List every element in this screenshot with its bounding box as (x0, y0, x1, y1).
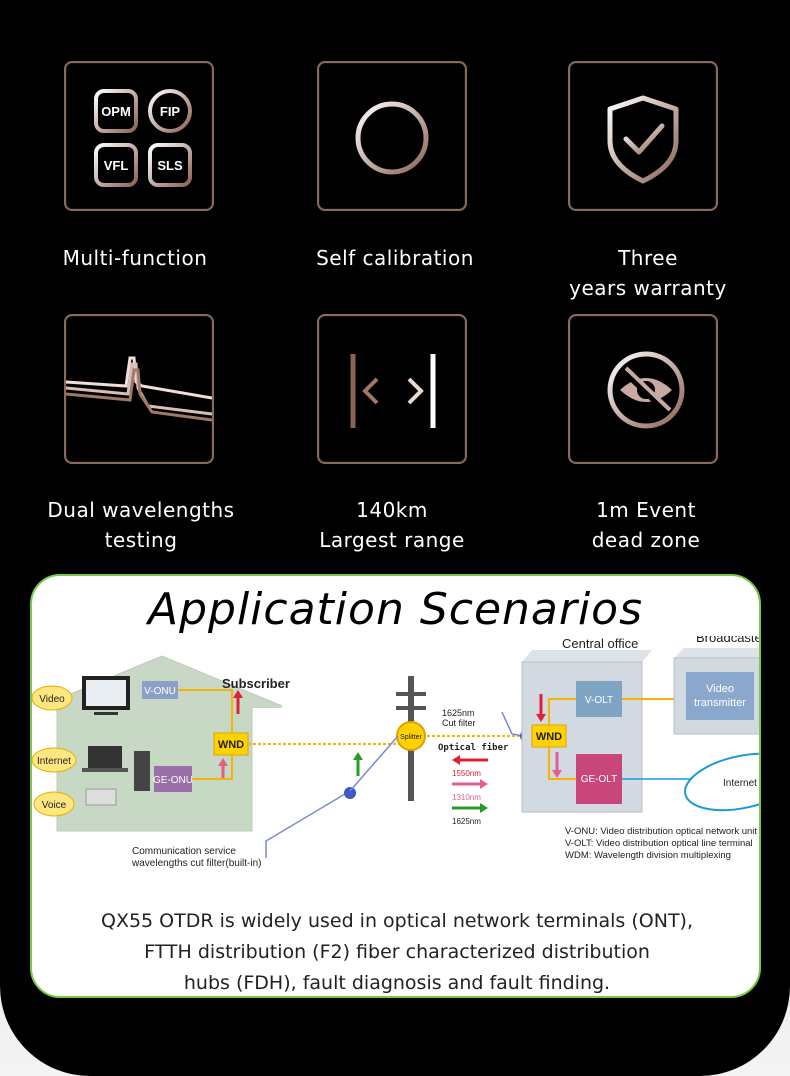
crosshair-icon (317, 61, 467, 211)
function-badges-icon: OPM FIP VFL SLS (64, 61, 214, 211)
svg-text:GE-OLT: GE-OLT (581, 774, 617, 785)
svg-text:1625nm: 1625nm (452, 817, 481, 826)
v-onu-box: V-ONU (144, 686, 176, 697)
trace-waveform-icon (64, 314, 214, 464)
application-description: QX55 OTDR is widely used in optical netw… (100, 910, 694, 994)
svg-text:WND: WND (536, 731, 562, 743)
svg-text:Voice: Voice (42, 800, 67, 811)
feature-label-dead-zone: 1m Event dead zone (591, 498, 701, 552)
internet-bubble (32, 747, 77, 773)
subscriber-label: Subscriber (222, 676, 290, 691)
ge-onu-box: GE-ONU (153, 775, 193, 786)
badge-opm: OPM (101, 104, 131, 119)
svg-text:1310nm: 1310nm (452, 793, 481, 802)
feature-label-dual-wavelengths: Dual wavelengths testing (47, 498, 235, 552)
svg-text:Internet: Internet (723, 778, 757, 789)
video-bubble (32, 685, 73, 711)
application-title: Application Scenarios (147, 584, 644, 635)
feature-label-warranty: Three years warranty (569, 246, 727, 300)
svg-text:V-ONU: Video distribution opti: V-ONU: Video distribution optical networ… (565, 826, 757, 837)
badge-fip: FIP (160, 104, 181, 119)
splitter-icon (396, 721, 426, 751)
phone-icon (85, 788, 117, 806)
svg-text:V-OLT: V-OLT (585, 695, 613, 706)
broadcaster-label: Broadcaster (696, 636, 761, 645)
v-olt-box (576, 681, 622, 717)
svg-text:Optical fiber: Optical fiber (438, 742, 509, 753)
svg-text:WND: WND (218, 739, 244, 751)
svg-text:V-OLT: Video distribution opti: V-OLT: Video distribution optical line t… (565, 838, 753, 849)
range-arrow-icon (317, 314, 467, 464)
svg-text:Splitter: Splitter (400, 734, 422, 741)
svg-text:1625nm: 1625nm (442, 708, 475, 718)
voice-bubble (33, 791, 75, 817)
eye-off-icon (568, 314, 718, 464)
internet-cloud-icon (684, 752, 759, 812)
application-scenarios-card: Application Scenarios Subscriber V-ONU G… (30, 574, 761, 998)
svg-text:Communication service: Communication service (132, 846, 236, 857)
feature-label-multi-function: Multi-function (62, 246, 208, 270)
network-diagram: Subscriber V-ONU GE-ONU Video Internet V… (32, 636, 761, 869)
svg-text:Cut filter: Cut filter (442, 718, 476, 728)
feature-label-range: 140km Largest range (319, 498, 465, 552)
video-transmitter-box (686, 672, 754, 720)
badge-vfl: VFL (104, 158, 129, 173)
svg-text:WDM: Wavelength division multi: WDM: Wavelength division multiplexing (565, 850, 731, 861)
svg-text:Internet: Internet (37, 756, 71, 767)
central-office-label: Central office (562, 636, 638, 651)
laptop-icon (88, 746, 122, 768)
svg-text:Video: Video (39, 694, 65, 705)
feature-label-self-calibration: Self calibration (316, 246, 474, 270)
svg-text:1550nm: 1550nm (452, 769, 481, 778)
pc-icon (134, 751, 150, 791)
svg-text:transmitter: transmitter (694, 697, 746, 709)
shield-check-icon (568, 61, 718, 211)
svg-text:wavelengths cut filter(built-i: wavelengths cut filter(built-in) (131, 858, 262, 869)
svg-text:Video: Video (706, 683, 734, 695)
ge-olt-box (576, 754, 622, 804)
badge-sls: SLS (157, 158, 183, 173)
